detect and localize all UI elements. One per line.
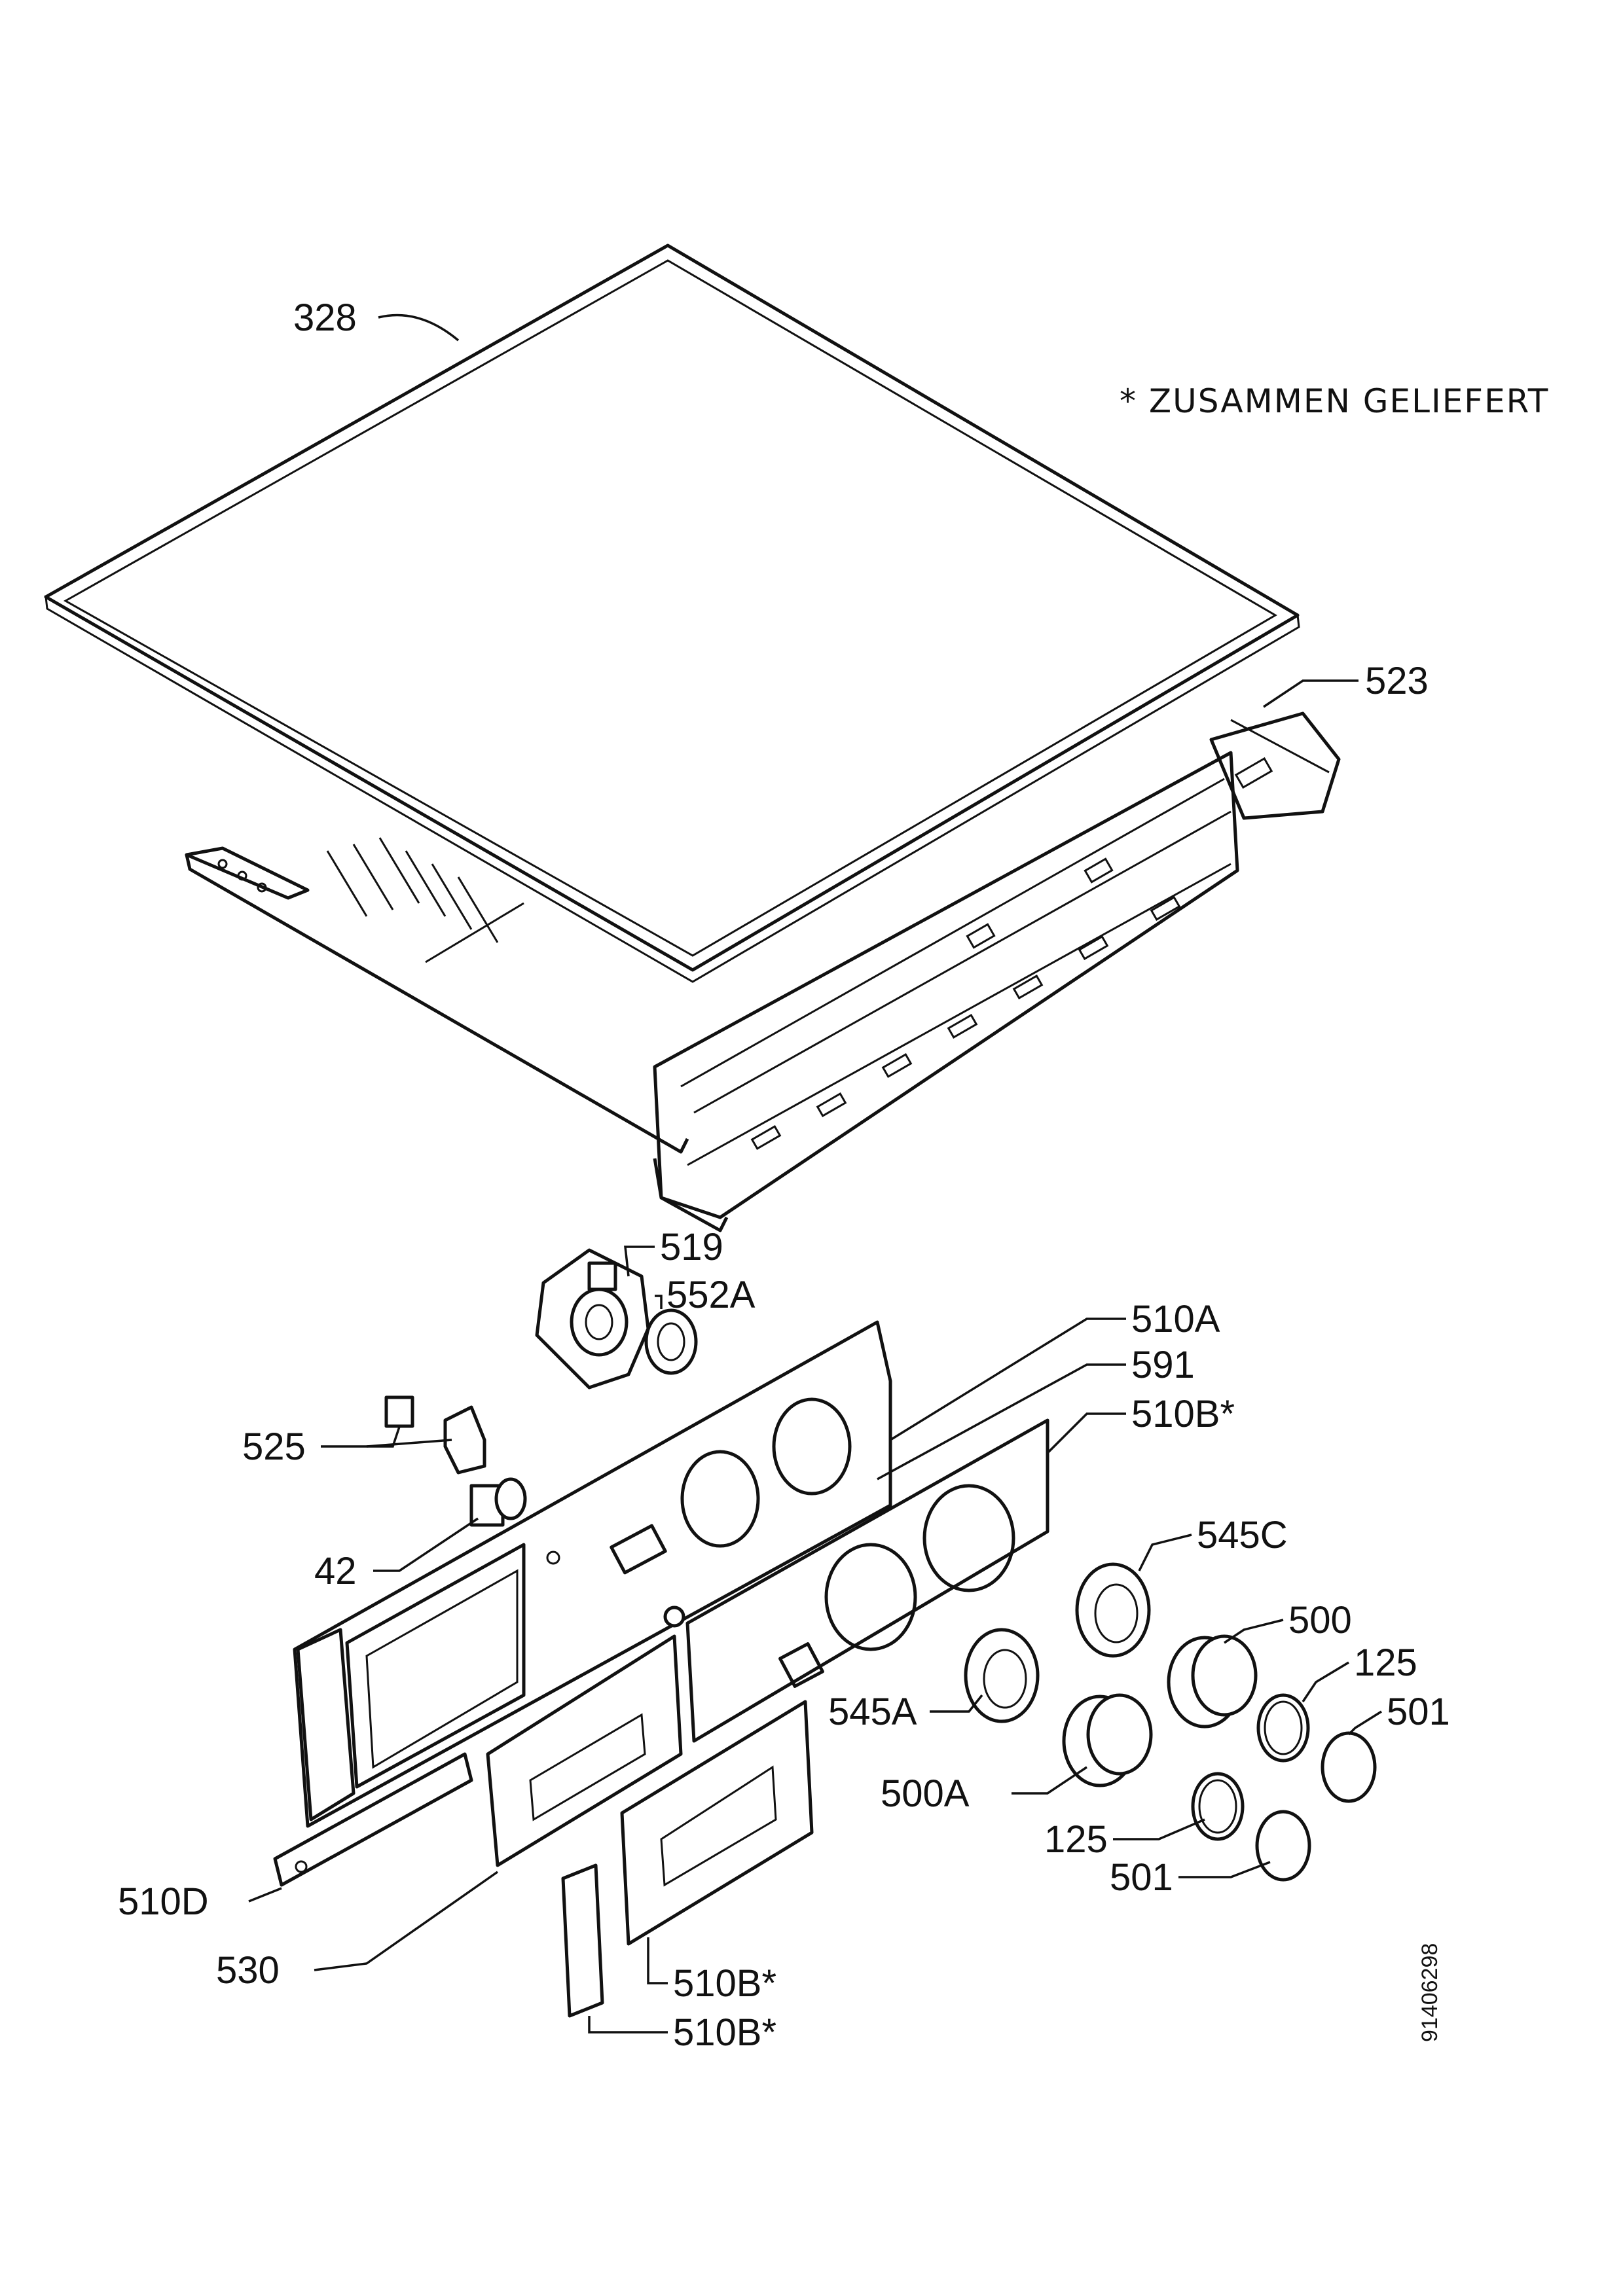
cap-501-top (1321, 1731, 1377, 1803)
ring-125-top (1256, 1693, 1310, 1763)
frame-530 (486, 1634, 683, 1867)
callout-519: 519 (660, 1226, 723, 1268)
document-number: 91406298 (1417, 1943, 1442, 2042)
delivery-note: * ZUSAMMEN GELIEFERT (1120, 382, 1549, 420)
callout-500a: 500A (881, 1772, 970, 1815)
control-frame (185, 711, 1341, 1232)
callout-523: 523 (1365, 660, 1429, 702)
callout-530: 530 (216, 1949, 280, 1992)
callout-545c: 545C (1197, 1514, 1288, 1556)
panel-591 (663, 1418, 1049, 1743)
callout-500: 500 (1288, 1599, 1352, 1641)
ring-125-bottom (1191, 1772, 1245, 1841)
callout-510b-bottom: 510B* (673, 2011, 776, 2054)
callout-510d: 510D (118, 1880, 209, 1923)
strip-510d (273, 1752, 473, 1887)
callout-125-bottom: 125 (1044, 1818, 1108, 1861)
callout-328: 328 (293, 296, 357, 339)
callout-525: 525 (242, 1426, 306, 1468)
worktop-panel (44, 243, 1300, 983)
callout-125-top: 125 (1354, 1641, 1417, 1684)
callout-591: 591 (1131, 1344, 1195, 1386)
callout-510b-top: 510B* (1131, 1393, 1235, 1435)
frame-510b (620, 1700, 814, 1946)
switch-parts-525 (384, 1395, 486, 1475)
knob-500a (1062, 1693, 1153, 1787)
callout-labels: 328 523 519 552A 510A 591 510B* 525 42 5… (118, 296, 1450, 2054)
callout-501-bottom: 501 (1110, 1856, 1173, 1899)
part-42 (469, 1477, 527, 1527)
knob-500 (1167, 1634, 1258, 1729)
leader-lines (248, 314, 1382, 2034)
strip-510b (561, 1863, 604, 2018)
callout-501-top: 501 (1387, 1691, 1450, 1733)
knob-holder-519 (535, 1248, 650, 1390)
callout-552a: 552A (666, 1274, 756, 1316)
callout-42: 42 (314, 1550, 357, 1592)
ring-545a (964, 1628, 1040, 1723)
ring-545c (1075, 1562, 1151, 1658)
callout-510b-mid: 510B* (673, 1962, 776, 2005)
ring-552a (644, 1308, 698, 1375)
cap-501-bottom (1255, 1810, 1311, 1882)
callout-545a: 545A (828, 1691, 917, 1733)
callout-510a: 510A (1131, 1298, 1220, 1340)
front-panel-510a (293, 1320, 892, 1828)
